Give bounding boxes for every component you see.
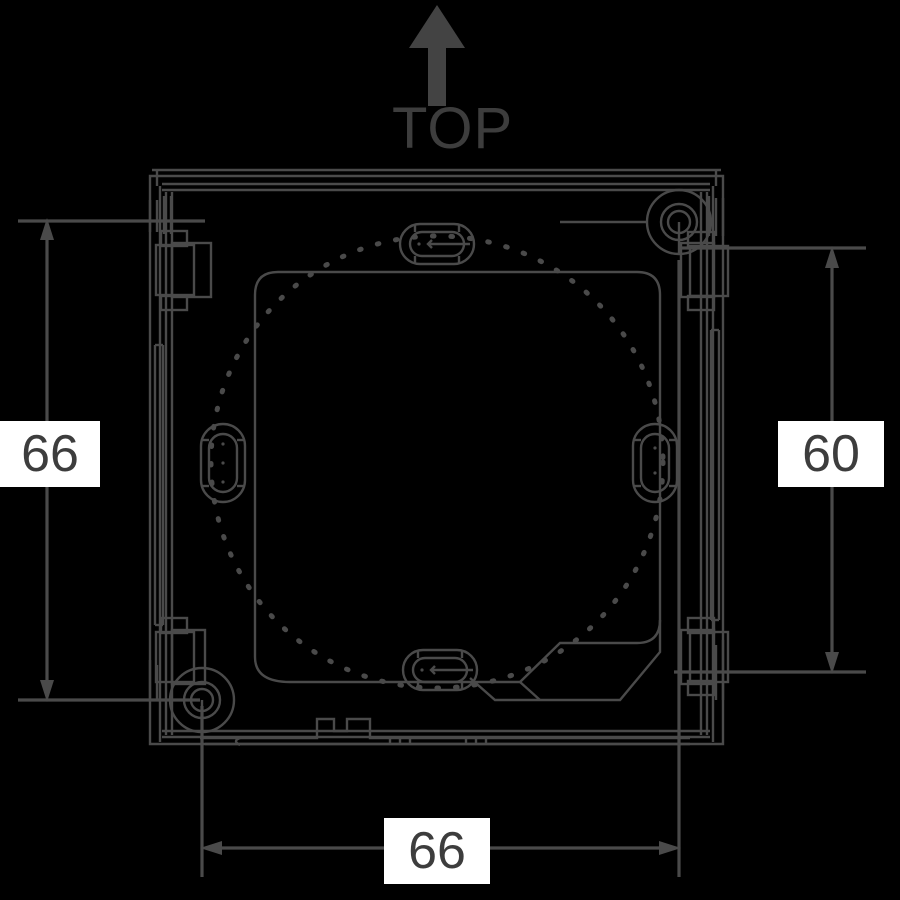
dimension-label-height-right: 60 [778, 421, 884, 487]
right-rail-strip [709, 328, 721, 622]
tab-bottom-right [679, 616, 730, 700]
top-orientation-label: TOP [392, 96, 514, 161]
dimension-bottom-66 [200, 260, 681, 877]
slot-top [398, 222, 476, 266]
bolt-circle-dotted-guide [208, 233, 666, 691]
slot-bottom [401, 648, 479, 692]
dimension-label-width-bottom: 66 [384, 818, 490, 884]
mounting-hole-top-right [560, 188, 713, 256]
top-arrow-icon [409, 5, 465, 106]
bottom-edge-notch-detail [200, 717, 690, 747]
inner-plate-outline [253, 270, 662, 702]
dimension-label-height-left: 66 [0, 421, 100, 487]
slot-left [199, 422, 247, 504]
slot-right [631, 422, 679, 504]
tab-top-left [148, 196, 213, 312]
tab-top-right [679, 196, 730, 312]
tab-bottom-left [148, 616, 207, 700]
